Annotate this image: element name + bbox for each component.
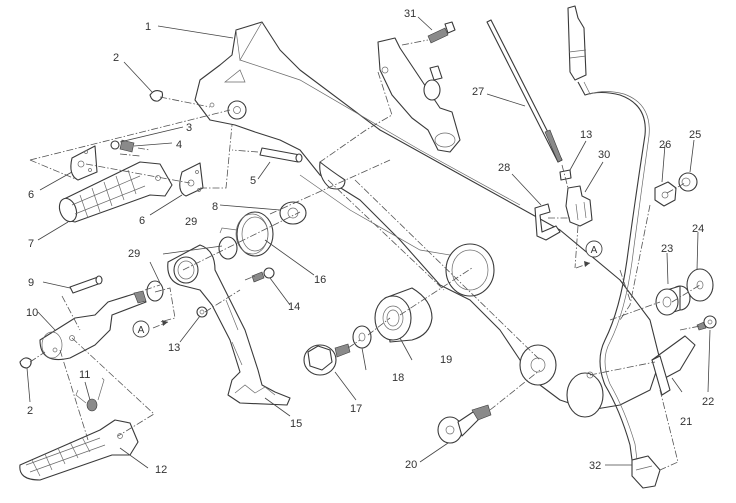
passenger-footpeg — [19, 419, 139, 481]
screw-22 — [696, 315, 717, 331]
callout-leaders — [26, 16, 711, 469]
callout-18: 18 — [392, 372, 404, 384]
callout-13-right: 13 — [580, 129, 592, 141]
svg-text:A: A — [591, 245, 598, 256]
callout-4: 4 — [176, 139, 182, 151]
callout-32: 32 — [589, 460, 601, 472]
spring-detent — [119, 139, 135, 153]
callout-labels: 1 2 3 4 5 6 6 7 8 9 10 11 2 12 13 14 15 … — [26, 8, 714, 476]
svg-text:A: A — [138, 325, 145, 336]
pin-9 — [69, 275, 103, 294]
callout-20: 20 — [405, 459, 417, 471]
callout-11: 11 — [79, 369, 90, 381]
footpeg-bracket — [194, 21, 661, 418]
callout-13-left: 13 — [168, 342, 180, 354]
callout-17: 17 — [350, 403, 362, 415]
callout-2-top: 2 — [113, 52, 119, 64]
screw-31 — [427, 21, 456, 44]
callout-2-bottom: 2 — [27, 405, 33, 417]
callout-28: 28 — [498, 162, 510, 174]
callout-27: 27 — [472, 86, 484, 98]
callout-5: 5 — [250, 175, 256, 187]
callout-23: 23 — [661, 243, 673, 255]
nut-13-left — [196, 306, 208, 318]
nut-26 — [654, 181, 677, 207]
callout-29-lower: 29 — [128, 248, 140, 260]
brake-pedal — [167, 244, 291, 406]
screw-14 — [251, 267, 275, 283]
pin-28 — [534, 203, 561, 241]
o-ring-lower — [146, 280, 164, 302]
reference-marker-a-right: A — [575, 240, 603, 269]
pedal-shaft — [39, 290, 147, 361]
callout-8: 8 — [212, 201, 218, 213]
callout-22: 22 — [702, 396, 714, 408]
callout-9: 9 — [28, 277, 34, 289]
rider-footpeg — [58, 161, 173, 223]
callout-29-upper: 29 — [185, 216, 197, 228]
pin-5 — [259, 147, 303, 163]
callout-12: 12 — [155, 464, 167, 476]
callout-25: 25 — [689, 129, 701, 141]
callout-16: 16 — [314, 274, 326, 286]
circlip-bottom — [19, 357, 32, 369]
callout-7: 7 — [28, 238, 34, 250]
ball — [110, 140, 120, 150]
callout-15: 15 — [290, 418, 302, 430]
callout-30: 30 — [598, 149, 610, 161]
bolt-17 — [303, 343, 351, 376]
master-cylinder — [377, 37, 461, 153]
bushing-25 — [678, 172, 698, 192]
brake-light-switch — [567, 5, 650, 461]
washer-24 — [686, 268, 714, 302]
plate-left — [70, 145, 98, 181]
callout-31: 31 — [404, 8, 416, 20]
rod-27 — [486, 19, 563, 163]
callout-26: 26 — [659, 139, 671, 151]
washer-8 — [279, 201, 307, 225]
fork-joint-30 — [565, 185, 593, 227]
callout-14: 14 — [288, 301, 300, 313]
callout-3: 3 — [186, 122, 192, 134]
callout-24: 24 — [692, 223, 704, 235]
washer-18 — [352, 325, 372, 349]
reference-marker-a-left: A — [132, 320, 169, 338]
spring-11 — [75, 377, 105, 412]
callout-1: 1 — [145, 21, 151, 33]
callout-6-left: 6 — [28, 189, 34, 201]
callout-6-right: 6 — [139, 215, 145, 227]
assembly-lines — [29, 39, 701, 471]
callout-10: 10 — [26, 307, 38, 319]
bushing-19 — [374, 287, 433, 343]
screw-20 — [437, 404, 492, 444]
callout-21: 21 — [680, 416, 692, 428]
spacer-23 — [655, 285, 691, 316]
plate-right — [179, 162, 204, 197]
callout-19: 19 — [440, 354, 452, 366]
nut-13-right — [559, 169, 572, 181]
bracket-21 — [651, 335, 696, 396]
switch-connector — [631, 455, 661, 489]
circlip-top — [149, 89, 164, 102]
